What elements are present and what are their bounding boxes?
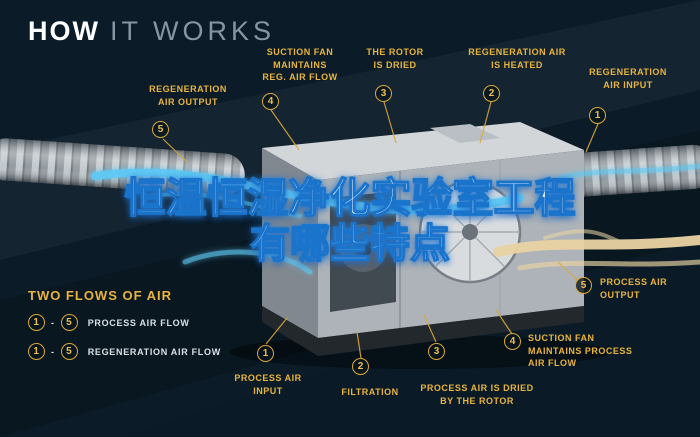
callout-label-filtration: FILTRATION <box>341 387 399 397</box>
legend-label-regeneration-air-flow: REGENERATION AIR FLOW <box>87 346 221 357</box>
step-badge-process-5: 5 <box>575 277 592 294</box>
title-word-it-works: IT WORKS <box>109 16 275 46</box>
step-badge-regen-1: 1 <box>589 107 606 124</box>
legend-range-dash: - <box>51 317 55 328</box>
callout-label-process-air-output: PROCESS AIR OUTPUT <box>600 277 668 300</box>
callout-label-suction-fan-process-air: SUCTION FAN MAINTAINS PROCESS AIR FLOW <box>528 333 633 369</box>
legend-heading: TWO FLOWS OF AIR <box>28 288 173 303</box>
tan-airflow <box>493 229 700 271</box>
step-badge-regen-5: 5 <box>152 121 169 138</box>
legend-range-dash: - <box>51 346 55 357</box>
left-duct <box>0 138 245 196</box>
callout-label-process-air-input: PROCESS AIR INPUT <box>234 373 302 396</box>
step-badge-regen-4: 4 <box>262 93 279 110</box>
step-badge-process-1: 1 <box>257 345 274 362</box>
page-title: HOW IT WORKS <box>28 16 275 47</box>
headline-line-2: 有哪些特点 <box>249 221 451 267</box>
callout-label-regeneration-air-input: REGENERATION AIR INPUT <box>589 67 667 90</box>
callout-label-suction-fan-reg-air: SUCTION FAN MAINTAINS REG. AIR FLOW <box>262 47 338 83</box>
blue-airflow <box>91 163 700 275</box>
step-badge-process-3: 3 <box>428 343 445 360</box>
leader-lines <box>162 101 599 359</box>
headline-overlay: 恒温恒湿净化实验室工程 有哪些特点 <box>0 175 700 267</box>
legend-badge-from: 1 <box>28 314 45 331</box>
legend-row-regeneration-air-flow: 1 - 5 REGENERATION AIR FLOW <box>28 343 221 360</box>
legend-badge-to: 5 <box>60 314 78 331</box>
callout-label-process-air-dried: PROCESS AIR IS DRIED BY THE ROTOR <box>420 383 534 406</box>
legend-badge-from: 1 <box>28 343 45 360</box>
step-badge-process-2: 2 <box>352 358 369 375</box>
step-badge-regen-2: 2 <box>483 85 500 102</box>
legend-badge-to: 5 <box>60 343 78 360</box>
callout-label-regeneration-air-heated: REGENERATION AIR IS HEATED <box>468 47 566 70</box>
step-badge-regen-3: 3 <box>375 85 392 102</box>
legend-row-process-air-flow: 1 - 5 PROCESS AIR FLOW <box>28 314 190 331</box>
callout-label-regeneration-air-output: REGENERATION AIR OUTPUT <box>149 84 227 107</box>
title-word-how: HOW <box>28 16 100 46</box>
legend-label-process-air-flow: PROCESS AIR FLOW <box>87 317 190 328</box>
callout-label-rotor-is-dried: THE ROTOR IS DRIED <box>366 47 424 70</box>
step-badge-process-4: 4 <box>504 333 521 350</box>
top-duct-stub <box>430 124 500 143</box>
headline-line-1: 恒温恒湿净化实验室工程 <box>124 175 577 222</box>
